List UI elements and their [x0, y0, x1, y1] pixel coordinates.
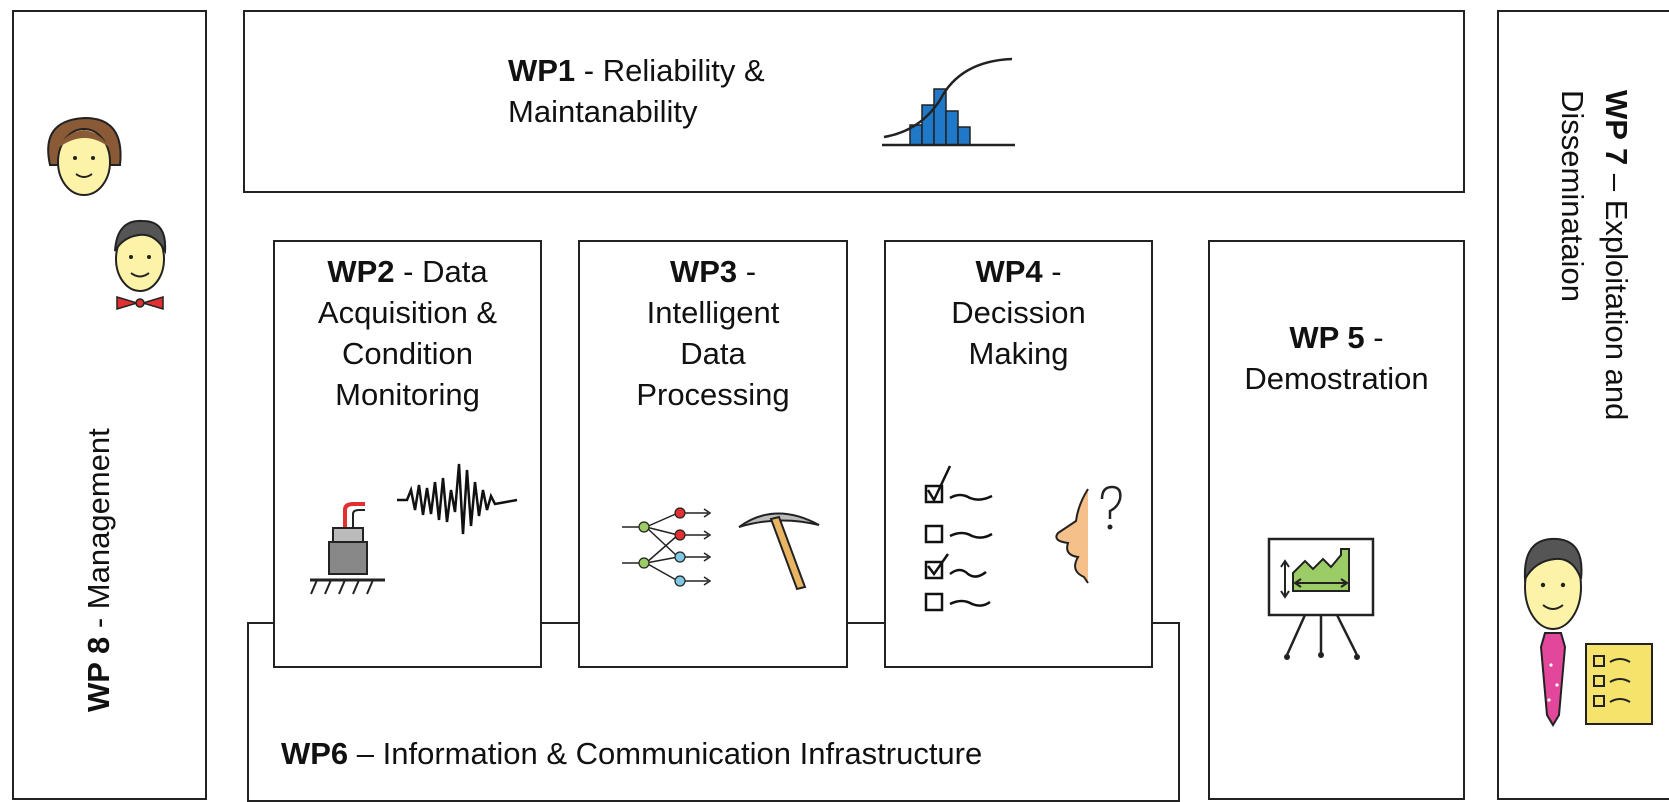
vibration-sensor-icon	[310, 502, 385, 595]
wp3-code: WP3	[669, 254, 738, 289]
distribution-chart-icon	[882, 57, 1015, 147]
wp7-line1: Exploitation and	[1599, 199, 1634, 421]
wp6-label: WP6 – Information & Communication Infras…	[281, 733, 982, 774]
wp5-box	[1208, 240, 1465, 800]
wp3-line2: Data	[680, 336, 746, 371]
wp1-line2: Maintanability	[508, 94, 698, 129]
wp8-sep: -	[81, 609, 116, 637]
wp7-line2: Disseminataion	[1555, 90, 1590, 302]
wp7-label: WP 7 – Exploitation and Disseminataion	[1550, 90, 1638, 420]
checklist-icon	[924, 465, 993, 612]
wp6-code: WP6	[281, 736, 349, 771]
wp4-label: WP4 - Decission Making	[886, 251, 1151, 374]
wp2-line2: Acquisition &	[317, 295, 498, 330]
wp8-label: WP 8 - Management	[79, 428, 119, 712]
wp5-line1: Demostration	[1244, 361, 1429, 396]
woman-face-icon	[47, 116, 122, 196]
wp4-line2: Making	[968, 336, 1069, 371]
wp7-sep: –	[1599, 165, 1634, 200]
wp2-line4: Monitoring	[335, 377, 480, 412]
clipboard-icon	[1585, 643, 1653, 725]
wp8-code: WP 8	[81, 636, 116, 712]
wp1-code: WP1	[508, 53, 576, 88]
wp2-label: WP2 - Data Acquisition & Condition Monit…	[275, 251, 540, 415]
presentation-board-icon	[1267, 537, 1375, 660]
wp4-line1: Decission	[951, 295, 1086, 330]
wp5-label: WP 5 - Demostration	[1210, 317, 1463, 399]
wp5-code: WP 5	[1289, 320, 1365, 355]
wp6-title: Information & Communication Infrastructu…	[382, 736, 983, 771]
thinking-person-icon	[1055, 485, 1122, 584]
man-with-tie-icon	[1523, 537, 1583, 727]
signal-wave-icon	[397, 463, 518, 535]
wp3-line1: Intelligent	[646, 295, 780, 330]
wp2-code: WP2	[327, 254, 395, 289]
wp4-sep: -	[1042, 254, 1062, 289]
wp1-label: WP1 - Reliability & Maintanability	[508, 50, 765, 132]
wp1-line1: Reliability &	[602, 53, 765, 88]
wp3-sep: -	[737, 254, 757, 289]
wp5-sep: -	[1364, 320, 1384, 355]
wp3-line3: Processing	[636, 377, 790, 412]
man-bowtie-icon	[114, 219, 167, 311]
wp3-box	[578, 240, 848, 668]
neural-network-icon	[622, 507, 712, 587]
wp6-sep: –	[348, 736, 383, 771]
wp4-box	[884, 240, 1153, 668]
wp3-label: WP3 - Intelligent Data Processing	[580, 251, 846, 415]
pickaxe-icon	[738, 512, 820, 591]
wp2-box	[273, 240, 542, 668]
wp2-line3: Condition	[342, 336, 473, 371]
wp2-line1: Data	[422, 254, 488, 289]
wp1-sep: -	[575, 53, 603, 88]
wp2-sep: -	[394, 254, 423, 289]
wp1-box	[243, 10, 1465, 193]
wp4-code: WP4	[975, 254, 1043, 289]
wp8-title: Management	[81, 428, 116, 610]
wp7-code: WP 7	[1599, 90, 1634, 166]
